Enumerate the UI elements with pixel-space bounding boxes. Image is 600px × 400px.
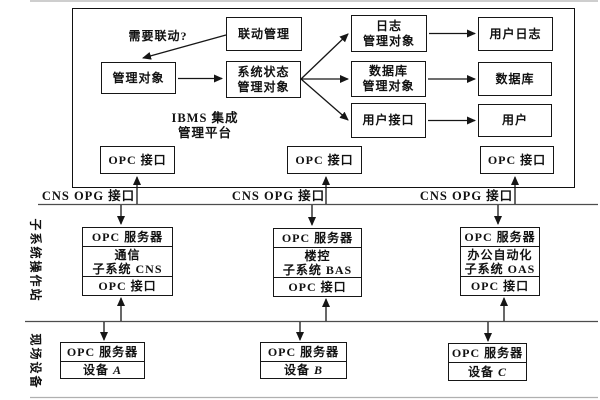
cns-opg-bus-label-1: CNS OPG 接口 <box>41 189 136 203</box>
platform-opc-interface-box-1: OPC 接口 <box>100 146 175 174</box>
device-stack-a: OPC 服务器 设备 A <box>60 342 145 379</box>
device-label: 设备 <box>82 363 109 377</box>
device-label: 设备 <box>467 364 494 379</box>
subsystem-stack-cns: OPC 服务器 通信 子系统 CNS OPC 接口 <box>82 227 173 296</box>
device-name-cell: 设备 B <box>261 361 346 378</box>
opc-interface-cell: OPC 接口 <box>274 277 361 296</box>
platform-opc-interface-box-2: OPC 接口 <box>287 146 362 174</box>
linkage-mgmt-box: 联动管理 <box>226 17 302 51</box>
db-mgmt-box: 数据库 管理对象 <box>351 61 426 97</box>
cns-opg-bus-label-2: CNS OPG 接口 <box>231 189 326 203</box>
log-mgmt-box: 日志 管理对象 <box>351 15 427 52</box>
opc-server-cell: OPC 服务器 <box>66 345 139 359</box>
managed-object-box: 管理对象 <box>101 62 176 94</box>
device-stack-c: OPC 服务器 设备 C <box>448 343 527 381</box>
subsystem-name-cell: 办公自动化 子系统 OAS <box>461 246 539 276</box>
database-box: 数据库 <box>478 62 552 96</box>
user-interface-box: 用户接口 <box>351 103 426 138</box>
subsystem-stack-bas: OPC 服务器 楼控 子系统 BAS OPC 接口 <box>273 228 362 297</box>
user-box: 用户 <box>478 104 552 137</box>
subsystem-name-cell: 楼控 子系统 BAS <box>274 247 361 277</box>
device-name-cell: 设备 A <box>61 361 144 378</box>
device-letter: A <box>113 363 123 377</box>
system-status-box: 系统状态 管理对象 <box>226 61 301 98</box>
opc-server-cell: OPC 服务器 <box>451 346 524 360</box>
ibms-platform-frame <box>72 8 575 188</box>
opc-server-cell: OPC 服务器 <box>281 231 354 245</box>
device-letter: C <box>498 364 508 379</box>
section-label-field-devices: 现场设备 <box>28 333 43 390</box>
cns-opg-bus-label-3: CNS OPG 接口 <box>419 189 514 203</box>
device-name-cell: 设备 C <box>449 362 526 380</box>
device-label: 设备 <box>283 363 310 377</box>
platform-opc-interface-box-3: OPC 接口 <box>480 146 554 174</box>
opc-server-cell: OPC 服务器 <box>91 230 164 244</box>
device-stack-b: OPC 服务器 设备 B <box>260 342 347 379</box>
opc-interface-cell: OPC 接口 <box>83 276 172 295</box>
section-label-subsystem-stations: 子系统操作站 <box>28 218 43 303</box>
opc-interface-cell: OPC 接口 <box>461 276 539 295</box>
need-linkage-label: 需要联动? <box>128 29 188 43</box>
platform-title: IBMS 集成 管理平台 <box>171 111 239 140</box>
subsystem-stack-oas: OPC 服务器 办公自动化 子系统 OAS OPC 接口 <box>460 227 540 296</box>
opc-server-cell: OPC 服务器 <box>464 230 536 244</box>
subsystem-name-cell: 通信 子系统 CNS <box>83 246 172 276</box>
user-log-box: 用户日志 <box>478 17 553 51</box>
device-letter: B <box>314 363 324 377</box>
opc-server-cell: OPC 服务器 <box>267 345 340 359</box>
